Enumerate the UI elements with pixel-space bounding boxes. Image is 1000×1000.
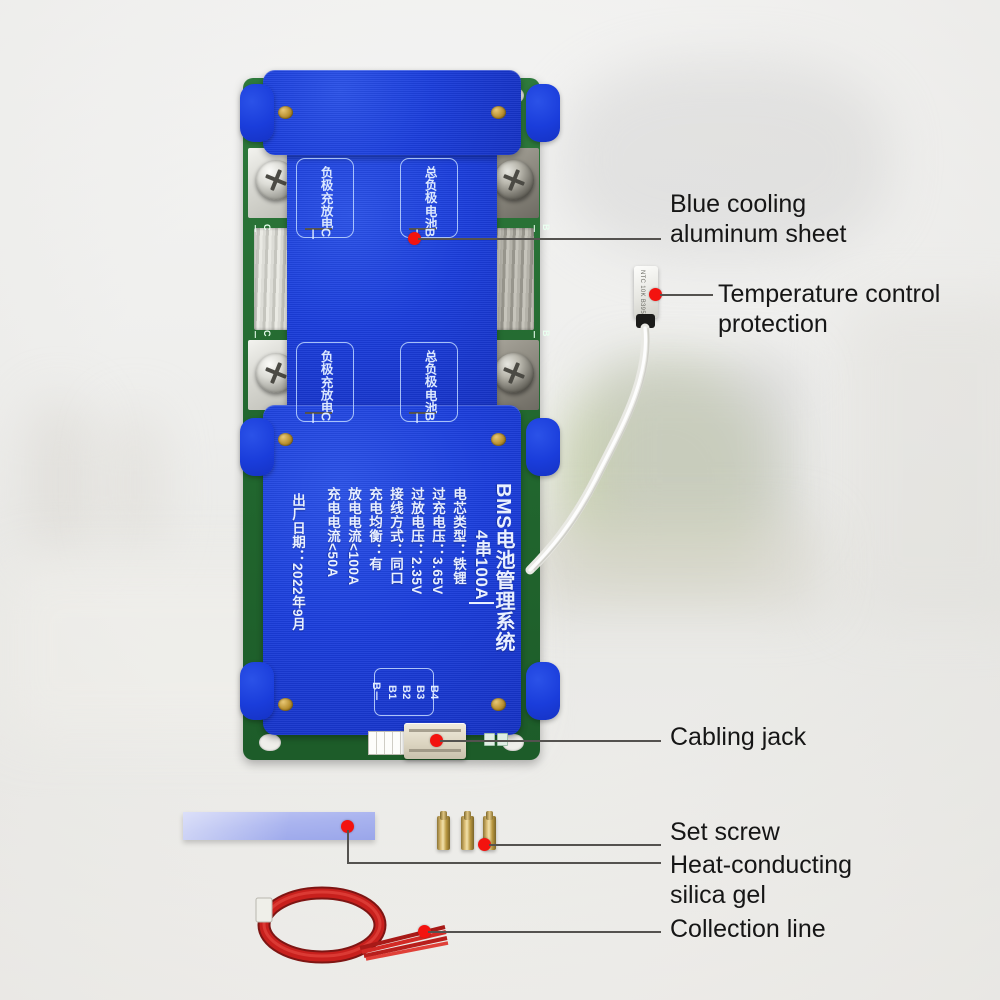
terminal-screw (494, 160, 534, 200)
background-blur-shape (110, 410, 160, 560)
terminal-screw (494, 353, 534, 393)
heatsink-tab (240, 418, 274, 476)
background-blur-shape (30, 400, 90, 560)
label-b-minus-line2: 电池 (422, 204, 437, 230)
callout-leader-blue-cooling-aluminum-sheet (418, 238, 661, 240)
spec-line-2: 过放电压：2.35V (409, 487, 424, 595)
callout-label-cabling-jack: Cabling jack (670, 723, 807, 751)
callout-dot-cabling-jack (430, 734, 443, 747)
pcb-silk-c-minus-top: C－ (250, 224, 272, 234)
pcb-mount-hole (259, 734, 281, 751)
aluminum-heatsink-top (263, 70, 521, 155)
callout-leader-heat-conducting-silica-gel (347, 862, 661, 864)
spec-line-3: 接线方式：同口 (388, 487, 403, 585)
callout-leader-temperature-control-protection (660, 294, 713, 296)
pcb-silk-c-minus-bottom: C－ (250, 330, 272, 340)
sensor-print: NTC 10K B3950 (639, 270, 645, 318)
spec-line-0: 电芯类型：铁锂 (451, 487, 466, 585)
aluminum-heatsink-bottom (263, 405, 521, 735)
callout-label-temperature-control-protection: Temperature control protection (718, 280, 941, 338)
port-label-b3: B3 (414, 684, 426, 700)
set-screw-item (461, 811, 474, 850)
label-box-b-minus-bottom: B－ 电池 总负极 (400, 342, 458, 425)
sensor-strain-relief (636, 314, 655, 328)
background-blur-shape (840, 300, 1000, 620)
callout-label-blue-cooling-aluminum-sheet: Blue cooling aluminum sheet (670, 190, 847, 248)
smd-component (484, 733, 495, 746)
port-legend-box: B4 B3 B2 B1 B－ (370, 668, 440, 716)
callout-dot-blue-cooling-aluminum-sheet (408, 232, 421, 245)
mount-grommet (491, 433, 506, 446)
pcb-silk-b-minus-bottom: B－ (529, 330, 551, 340)
port-label-b4: B4 (428, 684, 440, 700)
port-label-b-minus: B－ (370, 682, 382, 702)
label-c-minus-line3: 负极 (318, 350, 333, 376)
label-box-c-minus-top: C－ 充放电 负极 (296, 158, 354, 241)
spec-line-1: 过充电压：3.65V (430, 487, 445, 595)
board-spec-print: BMS电池管理系统 4串100A 电芯类型：铁锂 过充电压：3.65V 过放电压… (270, 455, 520, 705)
background-blur-shape (560, 60, 890, 260)
label-c-minus-line1: C－ (305, 228, 333, 241)
set-screw-item (437, 811, 450, 850)
board-title: BMS电池管理系统 (492, 483, 514, 652)
callout-dot-temperature-control-protection (649, 288, 662, 301)
label-b-minus-line2: 电池 (422, 388, 437, 414)
callout-leader-vertical-heat-conducting-silica-gel (347, 830, 349, 863)
pcb-silk-b-minus-top: B－ (529, 224, 551, 234)
heatsink-tab (240, 84, 274, 142)
heatsink-tab (526, 84, 560, 142)
heatsink-tab (240, 662, 274, 720)
port-label-b1: B1 (386, 684, 398, 700)
temperature-sensor-cable (525, 323, 651, 575)
spec-line-5: 放电电流<100A (346, 487, 361, 586)
aluminum-heatsink-middle (287, 150, 497, 410)
label-c-minus-line3: 负极 (318, 166, 333, 192)
manufacture-date: 出厂日期：2022年9月 (290, 493, 305, 632)
label-box-b-minus-top: B－ 电池 总负极 (400, 158, 458, 241)
callout-dot-heat-conducting-silica-gel (341, 820, 354, 833)
spec-line-6: 充电电流<50A (325, 487, 340, 578)
callout-label-heat-conducting-silica-gel: Heat-conducting silica gel (670, 851, 853, 909)
collection-line-cable (255, 886, 449, 964)
background-blur-shape (520, 520, 820, 610)
label-c-minus-line2: 充放电 (318, 192, 333, 230)
label-b-minus-line3: 总负极 (422, 350, 437, 388)
mount-grommet (491, 698, 506, 711)
label-b-minus-line1: B－ (409, 228, 437, 241)
label-c-minus-line2: 充放电 (318, 376, 333, 414)
label-b-minus-line1: B－ (409, 412, 437, 425)
callout-leader-cabling-jack (440, 740, 661, 742)
label-b-minus-line3: 总负极 (422, 166, 437, 204)
callout-dot-set-screw (478, 838, 491, 851)
callout-dot-collection-line (418, 925, 431, 938)
label-box-c-minus-bottom: C－ 充放电 负极 (296, 342, 354, 425)
board-subtitle: 4串100A (469, 530, 494, 605)
smd-component (497, 733, 508, 746)
callout-label-collection-line: Collection line (670, 915, 826, 943)
callout-leader-collection-line (428, 931, 661, 933)
spec-line-4: 充电均衡：有 (367, 487, 382, 571)
nickel-busbar (492, 228, 534, 330)
port-label-b2: B2 (400, 684, 412, 700)
heatsink-tab (526, 662, 560, 720)
callout-label-set-screw: Set screw (670, 818, 780, 846)
mount-grommet (278, 433, 293, 446)
callout-leader-set-screw (489, 844, 661, 846)
heatsink-tab (526, 418, 560, 476)
label-c-minus-line1: C－ (305, 412, 333, 425)
mount-grommet (491, 106, 506, 119)
mount-grommet (278, 698, 293, 711)
mount-grommet (278, 106, 293, 119)
